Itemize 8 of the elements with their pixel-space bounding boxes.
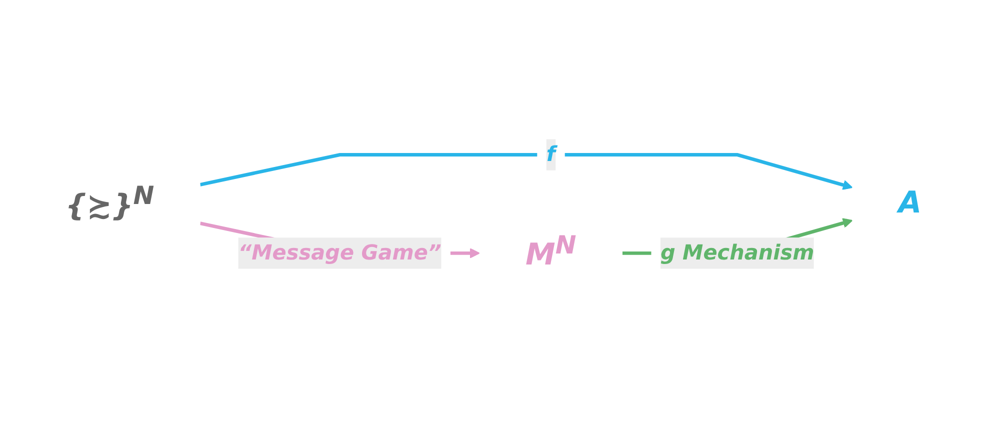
edge-label: f	[546, 142, 556, 167]
diagram: f “Message Game” g Mechanism {≿}$^{N}$ A M$^{N}$	[10, 130, 977, 305]
node-text: M$^{N}$	[526, 232, 576, 273]
node-text: A	[898, 186, 922, 221]
edge-label: g Mechanism	[660, 241, 814, 266]
node-text: {≿}$^{N}$	[65, 182, 154, 224]
arrow	[200, 153, 853, 190]
edge-label: “Message Game”	[238, 241, 442, 266]
